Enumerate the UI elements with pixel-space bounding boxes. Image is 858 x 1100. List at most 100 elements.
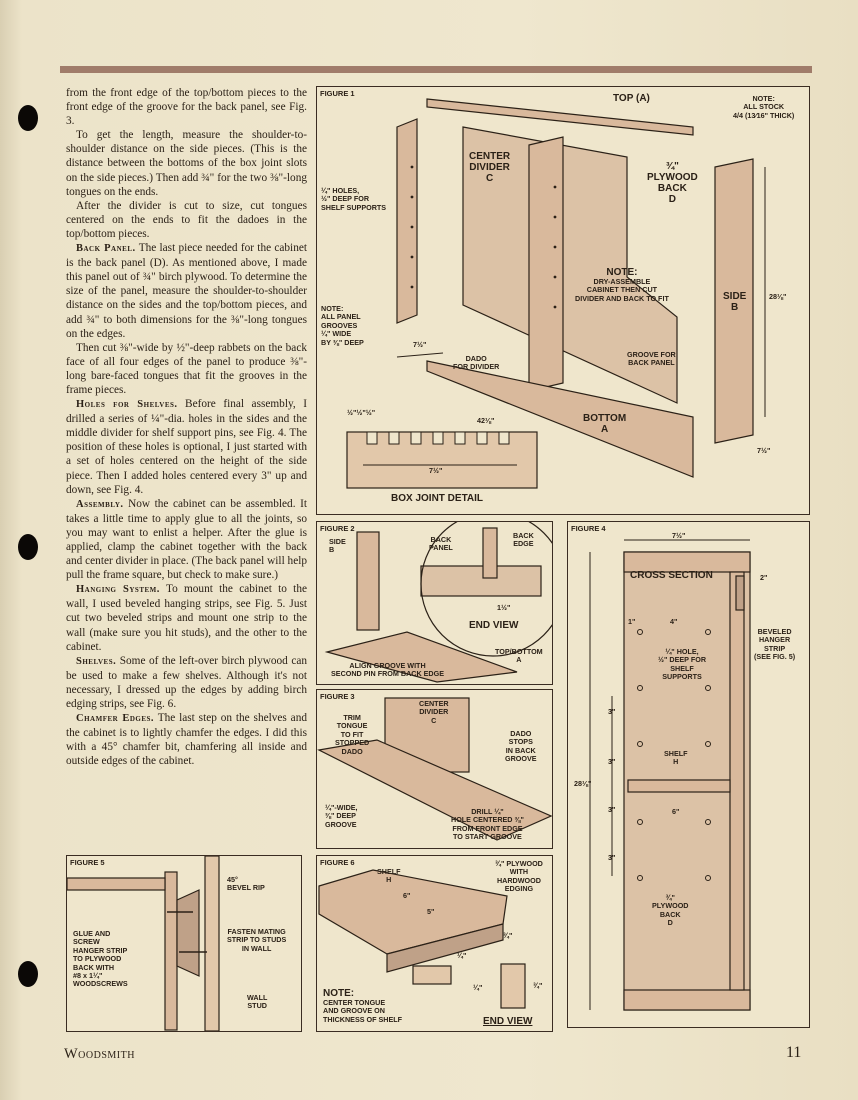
figure-label: FIGURE 3 [320, 692, 355, 701]
note-dry-assemble: NOTE: DRY-ASSEMBLE CABINET THEN CUT DIVI… [575, 267, 669, 303]
dim-width: 7½" [672, 531, 686, 540]
label-end-view: END VIEW [483, 1016, 533, 1027]
top-board [426, 98, 694, 136]
subhead-assembly: Assembly. [76, 498, 124, 510]
dim-three-quarter: ¾" [503, 931, 513, 940]
paragraph: Back Panel. The last piece needed for th… [66, 241, 307, 341]
paragraph: Hanging System. To mount the cabinet to … [66, 582, 307, 653]
figure-label: FIGURE 6 [320, 858, 355, 867]
paragraph: Then cut ⅜"-wide by ½"-deep rabbets on t… [66, 341, 307, 396]
paragraph-text: Before final assembly, I drilled a serie… [66, 398, 307, 496]
left-side-panel [396, 118, 418, 324]
paragraph-text: The last piece needed for the cabinet is… [66, 242, 307, 340]
figure-label: FIGURE 1 [320, 89, 355, 98]
dim-6in: 6" [403, 891, 411, 900]
figure-label: FIGURE 2 [320, 524, 355, 533]
dim-one-half: 1½" [497, 603, 511, 612]
paragraph: Shelves. Some of the left-over birch ply… [66, 654, 307, 711]
subhead-holes: Holes for Shelves. [76, 399, 178, 411]
label-drill-hole: DRILL ¼"HOLE CENTERED ⅜" FROM FRONT EDGE… [451, 807, 524, 842]
paragraph: from the front edge of the top/bottom pi… [66, 87, 307, 128]
note-center-tongue: NOTE: CENTER TONGUE AND GROOVE ON THICKN… [323, 988, 403, 1024]
dim-height: 28⅛" [574, 779, 592, 788]
binder-hole [18, 534, 38, 560]
dim-shelf-width: 6" [672, 807, 680, 816]
dim-spacing: 3" [608, 853, 616, 862]
dim-side-height: 28⅛" [769, 292, 787, 301]
subhead-shelves: Shelves. [76, 655, 117, 667]
label-top: TOP (A) [613, 93, 650, 104]
dim-5in: 5" [427, 907, 435, 916]
page-number: 11 [786, 1044, 802, 1061]
dim-quarter: ¼" [473, 983, 483, 992]
plywood-back-panel [462, 126, 678, 404]
figure-1-exploded-view: FIGURE 1 [316, 86, 810, 515]
label-end-view: END VIEW [469, 620, 519, 631]
end-view-drawing [324, 522, 552, 683]
dim-joint-depth: 7½" [429, 466, 443, 475]
dim-spacing: 3" [608, 707, 616, 716]
figure-4-cross-section: FIGURE 4 7½" C [567, 521, 810, 1028]
subhead-back-panel: Back Panel. [76, 243, 136, 255]
figure-label: FIGURE 5 [70, 858, 105, 867]
dim-top-2in: 2" [760, 573, 768, 582]
dim-1in: 1" [628, 617, 636, 626]
dim-pin-spacing: ½"½"½" [347, 408, 376, 417]
paragraph: Holes for Shelves. Before final assembly… [66, 397, 307, 497]
paragraph: To get the length, measure the shoulder-… [66, 129, 307, 198]
magazine-name: Woodsmith [64, 1046, 135, 1062]
dim-quarter: ¼" [457, 951, 467, 960]
paragraph: After the divider is cut to size, cut to… [66, 199, 307, 240]
subhead-hanging: Hanging System. [76, 584, 160, 596]
paragraph-text: Now the cabinet can be assembled. It tak… [66, 497, 307, 582]
cross-section-drawing [589, 539, 751, 1011]
paragraph: Chamfer Edges. The last step on the shel… [66, 711, 307, 768]
dim-width: 42⅛" [477, 416, 495, 425]
binder-hole [18, 961, 38, 987]
bottom-board [426, 360, 694, 478]
article-text-column: from the front edge of the top/bottom pi… [66, 86, 307, 769]
header-rule [60, 66, 812, 73]
dim-spacing: 3" [608, 757, 616, 766]
dim-spacing: 3" [608, 805, 616, 814]
dim-three-quarter: ¾" [533, 981, 543, 990]
shelf-edging-drawing [318, 869, 526, 1009]
hanging-strip-drawing [67, 856, 220, 1031]
paragraph: Assembly. Now the cabinet can be assembl… [66, 497, 307, 583]
dim-4in: 4" [670, 617, 678, 626]
exploded-cabinet-drawing [346, 98, 766, 489]
label-box-joint-detail: BOX JOINT DETAIL [391, 493, 484, 504]
paragraph-text: To mount the cabinet to the wall, I used… [66, 583, 307, 653]
dim-depth: 7½" [413, 340, 427, 349]
binder-hole [18, 105, 38, 131]
figure-label: FIGURE 4 [571, 524, 606, 533]
label-cross-section: CROSS SECTION [630, 570, 713, 581]
right-side-panel [714, 158, 754, 444]
divider-dado-drawing [317, 697, 552, 841]
subhead-chamfer: Chamfer Edges. [76, 713, 155, 725]
